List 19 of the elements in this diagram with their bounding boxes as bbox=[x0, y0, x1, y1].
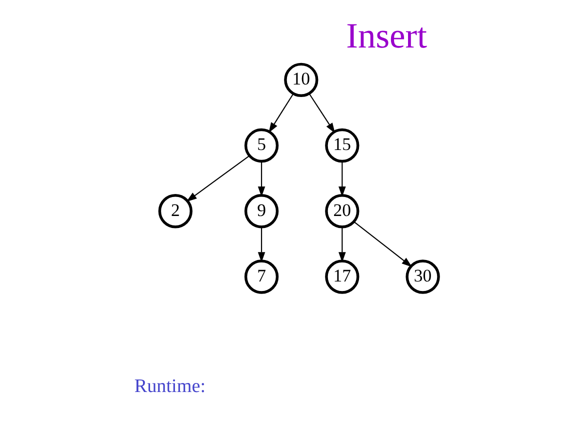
node-circle: 17 bbox=[325, 260, 360, 294]
node-circle: 7 bbox=[244, 260, 279, 294]
arrow bbox=[338, 227, 346, 263]
arrow bbox=[258, 227, 266, 263]
node-circle: 9 bbox=[244, 194, 279, 228]
arrow bbox=[258, 161, 266, 197]
node-circle: 15 bbox=[325, 128, 360, 163]
node-circle: 2 bbox=[158, 194, 192, 228]
arrow bbox=[309, 94, 336, 134]
node-circle: 10 bbox=[284, 62, 318, 97]
arrow bbox=[186, 155, 250, 202]
arrow bbox=[354, 221, 412, 268]
label: Runtime: bbox=[134, 376, 206, 397]
node-circle: 20 bbox=[325, 194, 360, 228]
diagram-title: Insert bbox=[346, 16, 428, 56]
node-circle: 5 bbox=[244, 128, 279, 163]
arrow bbox=[338, 161, 346, 197]
arrow bbox=[268, 94, 294, 133]
node-circle: 30 bbox=[406, 260, 440, 294]
